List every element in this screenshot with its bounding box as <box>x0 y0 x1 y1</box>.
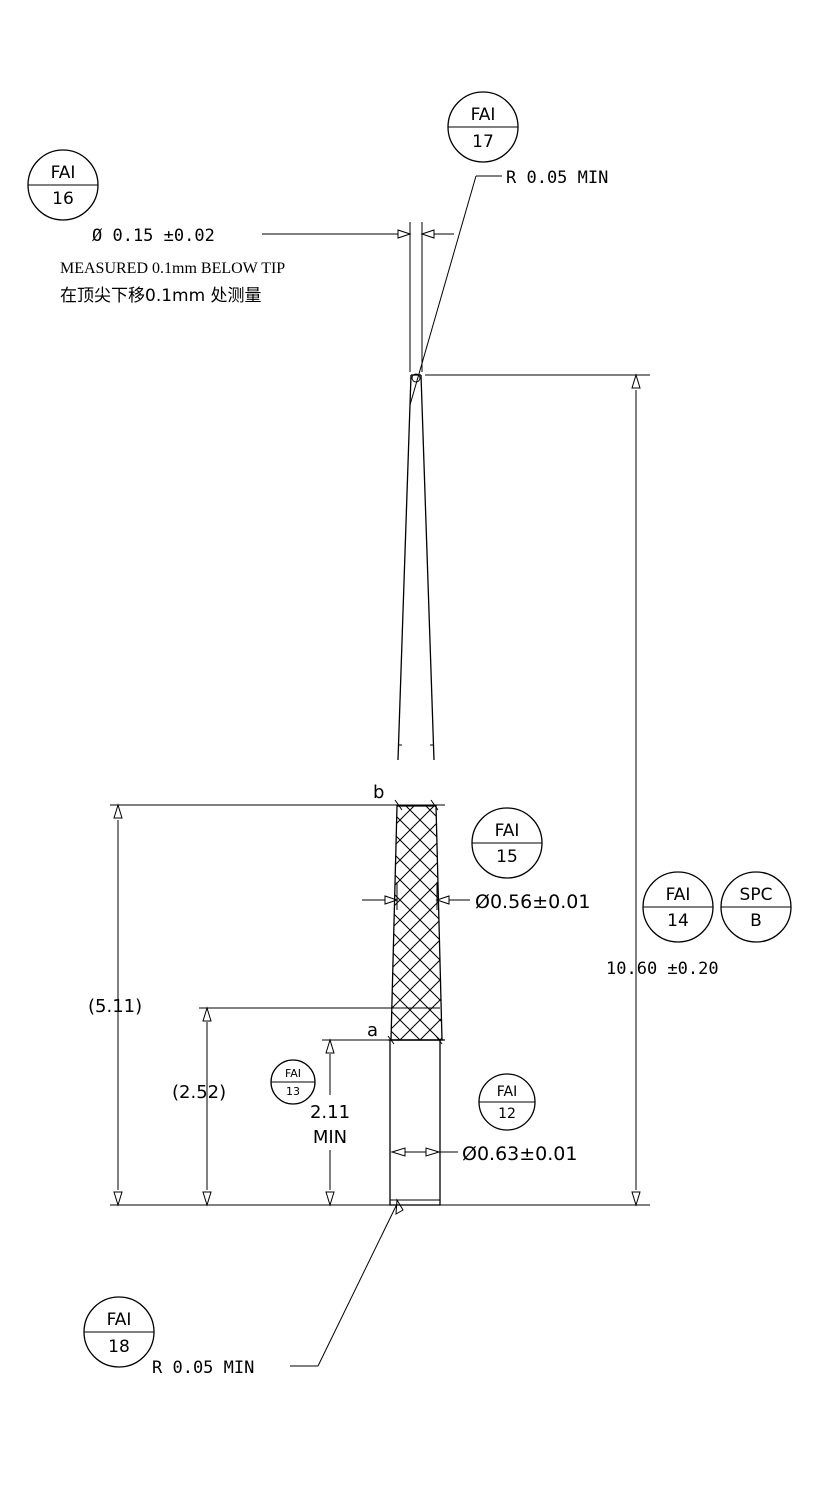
balloon-bottom-label: B <box>750 911 762 931</box>
balloon-fai16: FAI 16 <box>27 149 99 221</box>
balloon-top-label: FAI <box>495 821 520 841</box>
reference-length-b: (5.11) <box>88 996 142 1017</box>
reference-length-a: (2.52) <box>172 1082 226 1103</box>
balloon-bottom-label: 16 <box>52 189 74 209</box>
point-b-label: b <box>373 782 384 803</box>
tip-radius-callout: R 0.05 MIN <box>506 168 608 188</box>
balloon-bottom-label: 12 <box>498 1106 516 1122</box>
balloon-spc-b: SPC B <box>720 871 792 943</box>
balloon-bottom-label: 15 <box>496 847 518 867</box>
balloon-bottom-label: 13 <box>286 1085 300 1098</box>
balloon-fai15: FAI 15 <box>471 807 543 879</box>
tip-note-chinese: 在顶尖下移0.1mm 处测量 <box>60 286 262 306</box>
balloon-top-label: FAI <box>51 163 76 183</box>
shank-length-value: 2.11 <box>310 1102 350 1123</box>
balloon-top-label: FAI <box>471 105 496 125</box>
taper-diameter-callout: Ø0.56±0.01 <box>475 891 590 913</box>
part-outline <box>388 373 445 1206</box>
balloon-top-label: SPC <box>740 885 773 905</box>
balloon-bottom-label: 14 <box>667 911 689 931</box>
balloon-fai17: FAI 17 <box>447 91 519 163</box>
balloon-bottom-label: 18 <box>108 1337 130 1357</box>
point-a-label: a <box>367 1020 378 1041</box>
base-radius-callout: R 0.05 MIN <box>152 1358 254 1378</box>
balloon-fai13: FAI 13 <box>270 1059 316 1105</box>
balloon-top-label: FAI <box>107 1310 132 1330</box>
dimension-lines <box>110 175 650 1367</box>
balloon-fai14: FAI 14 <box>642 871 714 943</box>
shank-diameter-callout: Ø0.63±0.01 <box>462 1143 577 1165</box>
balloon-bottom-label: 17 <box>472 132 494 152</box>
balloon-top-label: FAI <box>285 1067 301 1080</box>
balloon-fai18: FAI 18 <box>83 1296 155 1368</box>
overall-length-callout: 10.60 ±0.20 <box>606 959 719 979</box>
tip-note-english: MEASURED 0.1mm BELOW TIP <box>60 260 285 277</box>
balloon-top-label: FAI <box>666 885 691 905</box>
balloon-fai12: FAI 12 <box>478 1073 536 1131</box>
tip-diameter-callout: Ø 0.15 ±0.02 <box>92 226 215 246</box>
hatched-taper-section <box>390 805 443 1041</box>
shank-length-qualifier: MIN <box>313 1127 347 1148</box>
shank <box>389 1039 441 1206</box>
balloon-top-label: FAI <box>497 1084 517 1100</box>
tip-radius-detail <box>411 373 421 383</box>
